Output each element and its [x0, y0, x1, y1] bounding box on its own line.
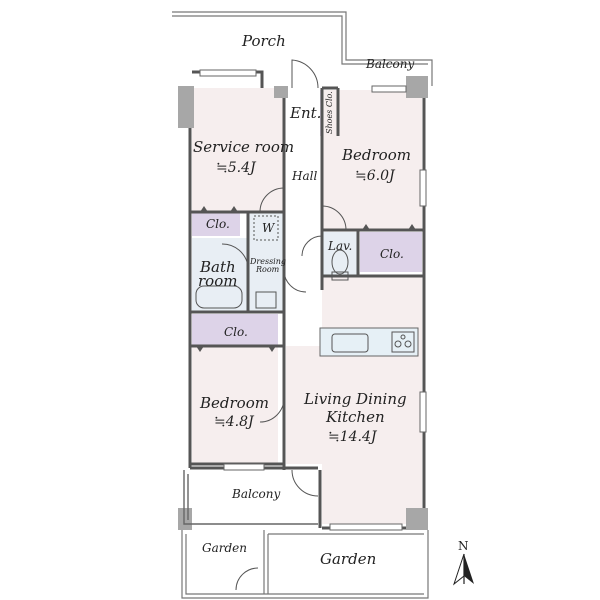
burner-3 [400, 334, 406, 340]
stove [391, 331, 415, 353]
window-service [199, 69, 257, 77]
washbasin [255, 291, 277, 309]
washer-box [253, 215, 279, 241]
windows [199, 69, 427, 531]
dressing-room-label-2: Room [255, 265, 280, 274]
service-room-label: Service room [193, 138, 294, 156]
doors [221, 59, 347, 591]
column-mid [274, 86, 288, 98]
column-ne [406, 76, 428, 98]
columns [178, 76, 428, 530]
bedroom-sw-door [259, 397, 285, 423]
sink [331, 333, 369, 353]
garden-large-label: Garden [320, 550, 376, 568]
lavatory-label: Lav. [327, 239, 352, 253]
window-east-1 [419, 169, 427, 207]
balcony-bottom-label: Balcony [231, 487, 280, 501]
north-label: N [458, 539, 469, 553]
entrance-label: Ent. [289, 104, 321, 122]
window-ldk [329, 523, 403, 531]
balcony-bottom-outline [183, 470, 318, 525]
bedroom-ne-door [321, 205, 347, 231]
service-room-area [192, 88, 284, 212]
porch-label: Porch [241, 32, 286, 50]
washer-label: W [262, 221, 276, 235]
column-se [406, 508, 428, 530]
bedroom-sw-label: Bedroom [199, 394, 269, 412]
entrance-door [291, 59, 319, 89]
bathroom-label-1: Bath [199, 258, 236, 276]
toilet-tank [331, 271, 349, 281]
closet-marks [196, 206, 416, 352]
burner-1 [394, 340, 402, 348]
kitchen-counter [319, 327, 419, 357]
bathroom-label-2: room [198, 272, 237, 290]
fixtures [195, 215, 415, 353]
closet-service-label: Clo. [206, 217, 230, 231]
room-fills [192, 88, 422, 524]
north-arrow-icon [464, 554, 474, 584]
balcony-top-label: Balcony [365, 57, 414, 71]
porch-outline [172, 11, 433, 86]
column-sw [178, 508, 192, 530]
service-room-door [259, 187, 285, 213]
toilet [331, 249, 349, 275]
bedroom-ne-label: Bedroom [341, 146, 411, 164]
ldk-label-2: Kitchen [325, 408, 385, 426]
window-east-2 [419, 391, 427, 433]
bedroom-ne-size: ≒6.0J [355, 168, 396, 184]
closet-bedroom-sw-label: Clo. [224, 325, 248, 339]
hall-door [283, 269, 307, 293]
balcony-door [291, 469, 319, 497]
window-bedroom-sw [223, 463, 265, 471]
entrance-area [286, 90, 322, 136]
bedroom-sw-size: ≒4.8J [214, 414, 255, 430]
lav-door [301, 235, 323, 257]
ldk-label-1: Living Dining [303, 390, 407, 408]
garden-door [235, 567, 259, 591]
dressing-door [221, 243, 249, 267]
labels: Porch Balcony Ent. Shoes Clo. Service ro… [193, 32, 414, 568]
closet-bedroom-ne-area [360, 232, 422, 272]
burner-2 [404, 340, 412, 348]
column-nw [178, 86, 194, 128]
ldk-size: ≒14.4J [328, 429, 378, 445]
garden-outlines [181, 530, 429, 599]
shoes-closet-label: Shoes Clo. [325, 91, 334, 134]
dressing-room-label-1: Dressing [249, 257, 286, 266]
garden-small-label: Garden [202, 541, 247, 555]
window-bedroom-ne [371, 85, 407, 93]
north-arrow: N [452, 539, 474, 586]
bedroom-sw-area [192, 346, 278, 464]
bathtub [195, 285, 243, 309]
closet-bedroom-sw-area [192, 314, 278, 346]
closet-bedroom-ne-label: Clo. [380, 247, 404, 261]
hall-label: Hall [291, 169, 317, 183]
closet-service-area [192, 212, 240, 236]
service-room-size: ≒5.4J [216, 160, 257, 176]
